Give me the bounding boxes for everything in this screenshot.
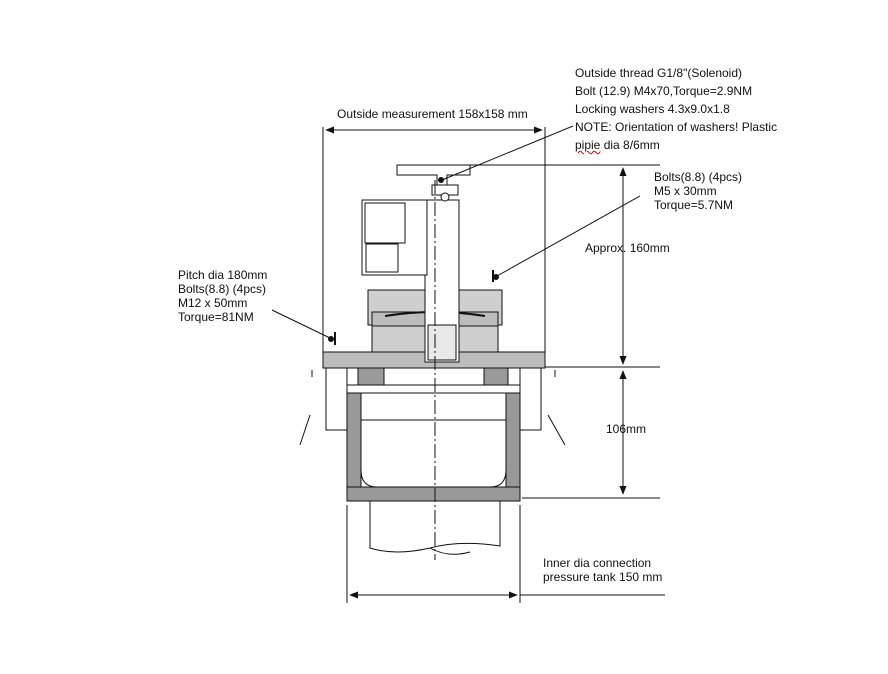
bolts-small-line1: Bolts(8.8) (4pcs) [654, 170, 743, 184]
height-upper-label: Approx. 160mm [585, 241, 670, 255]
pitch-line2: Bolts(8.8) (4pcs) [178, 282, 267, 296]
solenoid-note-line2: Bolt (12.9) M4x70,Torque=2.9NM [575, 84, 753, 98]
solenoid-note-line5: pipie dia 8/6mm [575, 136, 777, 154]
inner-dia-dimension [346, 505, 665, 603]
solenoid-note: Outside thread G1/8"(Solenoid) Bolt (12.… [575, 64, 777, 154]
height-dimension-upper [447, 164, 660, 368]
misspelled-word: pipie [575, 138, 601, 152]
pitch-line4: Torque=81NM [178, 310, 254, 324]
inner-dia-line2: pressure tank 150 mm [543, 570, 663, 584]
outside-measurement-label: Outside measurement 158x158 mm [337, 107, 528, 121]
solenoid-note-line3: Locking washers 4.3x9.0x1.8 [575, 102, 730, 116]
pitch-line1: Pitch dia 180mm [178, 268, 268, 282]
inner-dia-note: Inner dia connection pressure tank 150 m… [543, 556, 662, 584]
bolts-small-line3: Torque=5.7NM [654, 198, 734, 212]
pitch-note: Pitch dia 180mm Bolts(8.8) (4pcs) M12 x … [178, 268, 267, 324]
leader-dot-pitch [328, 336, 334, 342]
bolts-small-line2: M5 x 30mm [654, 184, 717, 198]
solenoid-note-line1: Outside thread G1/8"(Solenoid) [575, 66, 743, 80]
bolts-small-note: Bolts(8.8) (4pcs) M5 x 30mm Torque=5.7NM [654, 170, 742, 212]
leader-dot-solenoid [438, 177, 444, 183]
height-lower-label: 106mm [606, 422, 647, 436]
valve-body [299, 164, 566, 560]
pitch-line3: M12 x 50mm [178, 296, 248, 310]
height-dimension-lower [522, 370, 660, 499]
leader-dot-bolts-small [493, 274, 499, 280]
inner-dia-line1: Inner dia connection [543, 556, 652, 570]
leader-lines [271, 125, 641, 342]
solenoid-note-line5-rest: dia 8/6mm [600, 138, 660, 152]
solenoid-note-line4: NOTE: Orientation of washers! Plastic [575, 120, 778, 134]
